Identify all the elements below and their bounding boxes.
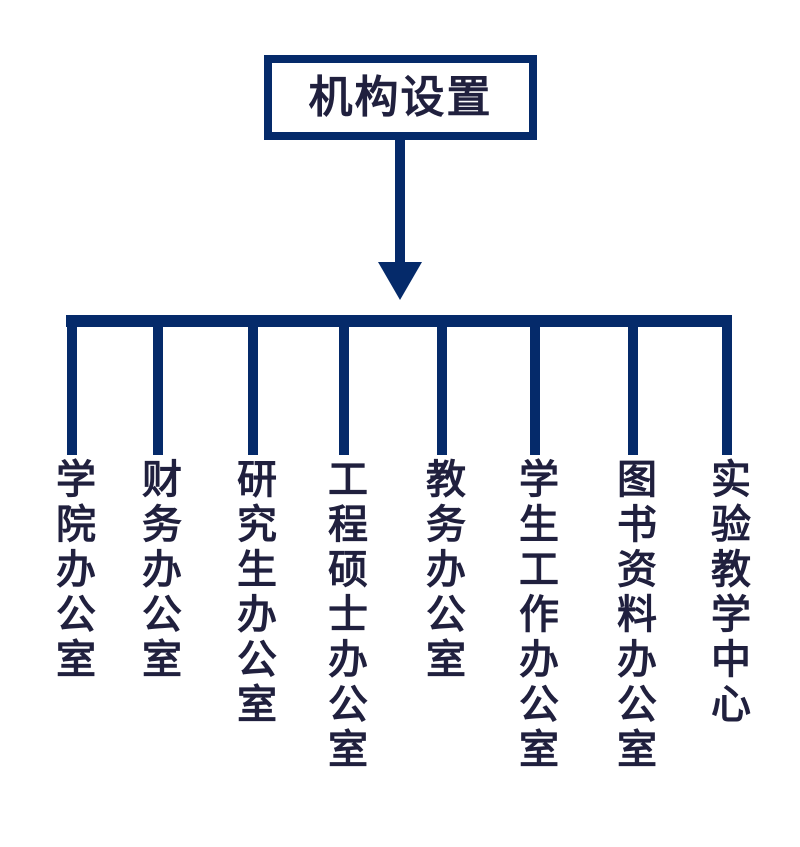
department-label: 财务办公室: [135, 458, 181, 683]
branch-vertical-line: [153, 327, 163, 455]
branch-vertical-line: [67, 327, 77, 455]
branch-vertical-line: [339, 327, 349, 455]
department-label: 实验教学中心: [704, 458, 750, 728]
chart-title: 机构设置: [308, 71, 493, 123]
department-label: 工程硕士办公室: [321, 458, 367, 773]
department-label: 学生工作办公室: [512, 458, 558, 773]
arrow-down-icon: [378, 262, 422, 300]
branch-vertical-line: [437, 327, 447, 455]
title-box: 机构设置: [264, 55, 537, 140]
department-label: 学院办公室: [49, 458, 95, 683]
arrow-stem: [395, 140, 405, 263]
branch-vertical-line: [628, 327, 638, 455]
department-label: 教务办公室: [419, 458, 465, 683]
department-label: 图书资料办公室: [610, 458, 656, 773]
branch-vertical-line: [722, 327, 732, 455]
connector-horizontal-line: [66, 315, 732, 327]
department-label: 研究生办公室: [230, 458, 276, 728]
branch-vertical-line: [248, 327, 258, 455]
branch-vertical-line: [530, 327, 540, 455]
